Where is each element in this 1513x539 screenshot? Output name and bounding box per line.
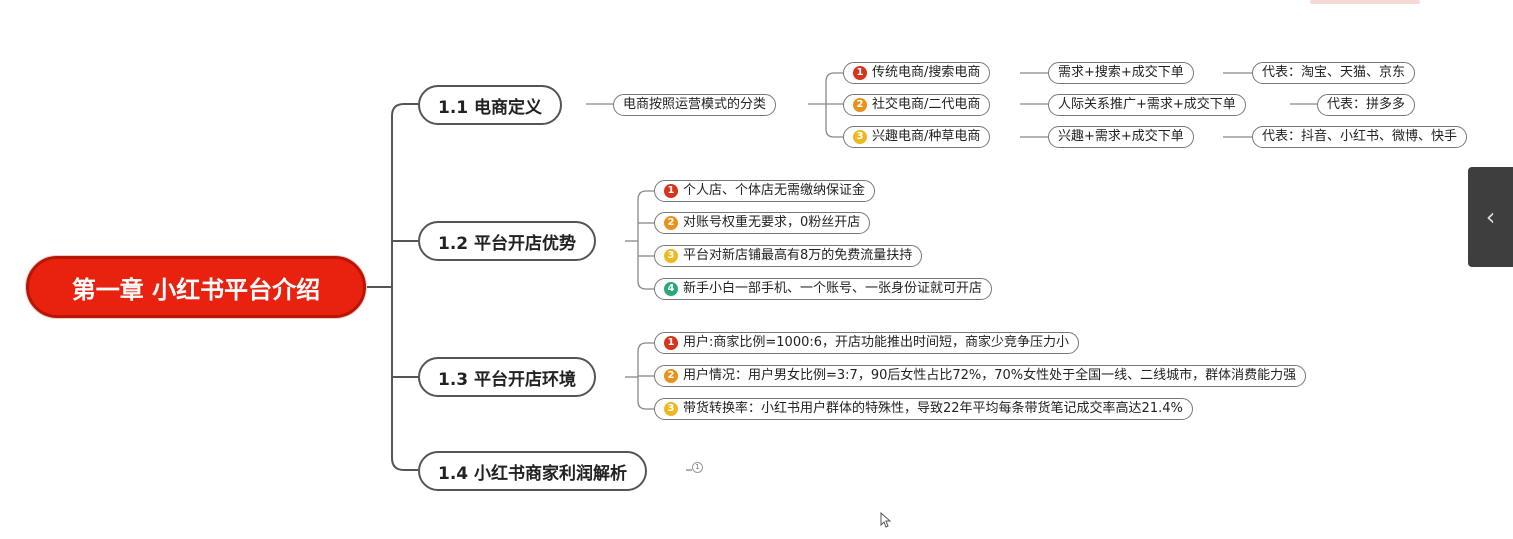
examples-node-3[interactable]: 代表：抖音、小红书、微博、快手: [1252, 126, 1468, 148]
advantage-item-4[interactable]: 4 新手小白一部手机、一个账号、一张身份证就可开店: [654, 278, 993, 300]
badge-2: 2: [664, 369, 678, 383]
environment-item-3[interactable]: 3 带货转换率：小红书用户群体的特殊性，导致22年平均每条带货笔记成交率高达21…: [654, 398, 1193, 420]
ecommerce-type-name: 兴趣电商/种草电商: [872, 129, 981, 144]
environment-text: 用户:商家比例=1000:6，开店功能推出时间短，商家少竞争压力小: [683, 335, 1070, 350]
ecommerce-type-3[interactable]: 3 兴趣电商/种草电商: [843, 126, 991, 148]
badge-2: 2: [664, 216, 678, 230]
advantage-text: 平台对新店铺最高有8万的免费流量扶持: [683, 248, 913, 263]
badge-4: 4: [664, 282, 678, 296]
badge-3: 3: [664, 402, 678, 416]
ecommerce-type-name: 社交电商/二代电商: [872, 97, 981, 112]
advantage-text: 新手小白一部手机、一个账号、一张身份证就可开店: [683, 281, 983, 296]
flow-node-1[interactable]: 需求+搜索+成交下单: [1048, 62, 1194, 84]
environment-item-2[interactable]: 2 用户情况：用户男女比例=3:7，90后女性占比72%，70%女性处于全国一线…: [654, 365, 1307, 387]
classification-node[interactable]: 电商按照运营模式的分类: [613, 94, 777, 116]
section-1-3[interactable]: 1.3 平台开店环境: [418, 357, 597, 397]
collapsed-count-badge[interactable]: 1: [692, 462, 703, 473]
section-1-1[interactable]: 1.1 电商定义: [418, 85, 563, 125]
ecommerce-type-2[interactable]: 2 社交电商/二代电商: [843, 94, 991, 116]
badge-1: 1: [664, 336, 678, 350]
advantage-item-3[interactable]: 3 平台对新店铺最高有8万的免费流量扶持: [654, 245, 923, 267]
examples-node-1[interactable]: 代表：淘宝、天猫、京东: [1252, 62, 1416, 84]
section-1-2[interactable]: 1.2 平台开店优势: [418, 221, 597, 261]
badge-1: 1: [664, 184, 678, 198]
environment-text: 用户情况：用户男女比例=3:7，90后女性占比72%，70%女性处于全国一线、二…: [683, 368, 1297, 383]
badge-3: 3: [853, 130, 867, 144]
chevron-left-icon: ‹: [1485, 203, 1496, 231]
flow-node-2[interactable]: 人际关系推广+需求+成交下单: [1048, 94, 1246, 116]
advantage-item-2[interactable]: 2 对账号权重无要求，0粉丝开店: [654, 212, 871, 234]
ecommerce-type-1[interactable]: 1 传统电商/搜索电商: [843, 62, 991, 84]
examples-node-2[interactable]: 代表：拼多多: [1317, 94, 1416, 116]
advantage-text: 个人店、个体店无需缴纳保证金: [683, 183, 866, 198]
ecommerce-type-name: 传统电商/搜索电商: [872, 65, 981, 80]
mouse-cursor-icon: [880, 511, 892, 528]
advantage-item-1[interactable]: 1 个人店、个体店无需缴纳保证金: [654, 180, 876, 202]
environment-item-1[interactable]: 1 用户:商家比例=1000:6，开店功能推出时间短，商家少竞争压力小: [654, 332, 1080, 354]
badge-2: 2: [853, 98, 867, 112]
side-panel-toggle[interactable]: ‹: [1468, 167, 1513, 267]
top-decoration: [1310, 0, 1420, 4]
advantage-text: 对账号权重无要求，0粉丝开店: [683, 215, 861, 230]
flow-node-3[interactable]: 兴趣+需求+成交下单: [1048, 126, 1194, 148]
section-1-4[interactable]: 1.4 小红书商家利润解析: [418, 451, 648, 491]
badge-3: 3: [664, 249, 678, 263]
badge-1: 1: [853, 66, 867, 80]
environment-text: 带货转换率：小红书用户群体的特殊性，导致22年平均每条带货笔记成交率高达21.4…: [683, 401, 1183, 416]
root-node[interactable]: 第一章 小红书平台介绍: [26, 256, 366, 318]
